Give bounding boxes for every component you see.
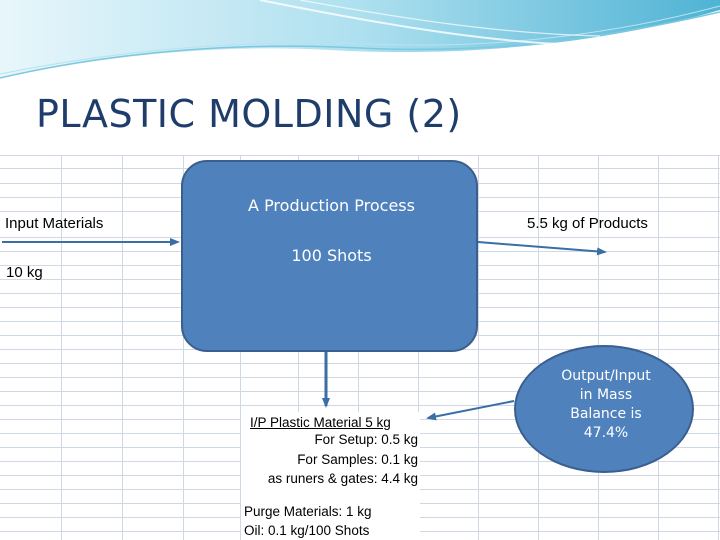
- production-process-box: A Production Process 100 Shots: [181, 160, 478, 352]
- runners-gates-row: as runers & gates: 4.4 kg: [267, 471, 418, 486]
- purge-materials-row: Purge Materials: 1 kg: [244, 504, 372, 519]
- mass-balance-line-3: Balance is: [570, 406, 642, 422]
- samples-row: For Samples: 0.1 kg: [297, 452, 418, 467]
- setup-row: For Setup: 0.5 kg: [314, 432, 418, 447]
- oil-row: Oil: 0.1 kg/100 Shots: [244, 523, 370, 538]
- input-materials-label: Input Materials: [5, 215, 104, 232]
- plastic-material-header: I/P Plastic Material 5 kg: [250, 415, 391, 430]
- process-title: A Production Process: [248, 196, 415, 215]
- output-arrow: [477, 241, 607, 256]
- circle-to-table-arrow: [426, 400, 515, 421]
- process-shots: 100 Shots: [291, 246, 372, 265]
- materials-table: I/P Plastic Material 5 kg For Setup: 0.5…: [241, 412, 420, 540]
- mass-balance-circle: Output/Input in Mass Balance is 47.4%: [514, 345, 694, 473]
- input-quantity-label: 10 kg: [6, 264, 43, 281]
- mass-balance-line-2: in Mass: [579, 387, 633, 403]
- slide-title: PLASTIC MOLDING (2): [36, 92, 462, 136]
- header-wave-decoration: [0, 0, 720, 79]
- mass-balance-line-1: Output/Input: [561, 368, 651, 384]
- output-products-label: 5.5 kg of Products: [527, 215, 648, 232]
- mass-balance-percent: 47.4%: [583, 425, 629, 441]
